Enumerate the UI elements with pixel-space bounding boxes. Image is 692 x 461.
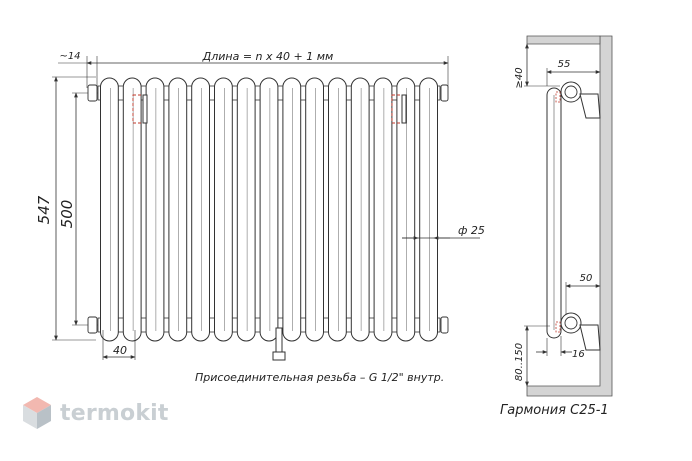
thread-note: Присоединительная резьба – G 1/2" внутр. [195,371,444,384]
radiator-tube [328,77,347,342]
diameter-label: ф 25 [458,224,485,237]
radiator-tube [419,77,439,342]
radiator-tube [168,77,188,342]
top-wall-distance-dimension: 55 [546,59,601,86]
radiator-sections [97,77,441,342]
radiator-tube [350,77,370,342]
side-view: ≥40 55 50 16 80..150 [514,35,613,397]
section-pitch-label: 40 [113,344,127,357]
radiator-tube [282,77,302,342]
bottom-offset-label: 16 [572,349,585,360]
bottom-offset-dimension: 16 [536,336,585,360]
model-caption: Гармония С25-1 [500,403,609,418]
left-top-plug [87,84,98,102]
radiator-tube [214,77,233,342]
length-dimension: Длина = n x 40 + 1 мм [86,50,449,88]
radiator-tube [145,77,165,342]
top-wall-distance-label: 55 [558,59,571,70]
top-clearance-dimension: ≥40 [514,43,560,89]
axis-height-dimension: 500 [58,92,98,326]
cube-logo-icon [23,397,51,429]
axis-height-label: 500 [58,200,76,229]
offset-dimension: ~14 [58,51,98,90]
diameter-dimension: ф 25 [402,224,485,240]
floor-clearance-dimension: 80..150 [514,325,550,387]
hidden-brackets [132,94,403,124]
offset-label: ~14 [59,51,80,62]
radiator-tube [236,77,256,342]
total-height-dimension: 547 [35,76,96,341]
collector-ends [87,84,449,334]
radiator-tube [100,77,119,342]
section-pitch-dimension: 40 [102,330,136,360]
radiator-tube [191,77,210,342]
termokit-logo: termokit [22,396,169,430]
side-profile [546,81,601,351]
left-bottom-plug [87,316,98,334]
radiator-tube [373,77,393,342]
radiator-tube [122,77,142,342]
radiator-tube [305,77,325,342]
right-top-plug [440,84,449,102]
length-label: Длина = n x 40 + 1 мм [202,50,334,63]
wall-and-floor [526,35,613,397]
total-height-label: 547 [35,195,53,224]
bottom-wall-distance-label: 50 [580,273,593,284]
bottom-wall-distance-dimension: 50 [565,273,601,314]
front-view: Длина = n x 40 + 1 мм ~14 547 500 [35,50,485,384]
radiator-tube [259,77,279,342]
logo-text: termokit [60,400,169,426]
brackets [142,94,407,361]
top-clearance-label: ≥40 [514,67,525,88]
radiator-tube [396,77,416,342]
right-bottom-plug [440,316,449,334]
floor-clearance-label: 80..150 [514,343,525,381]
